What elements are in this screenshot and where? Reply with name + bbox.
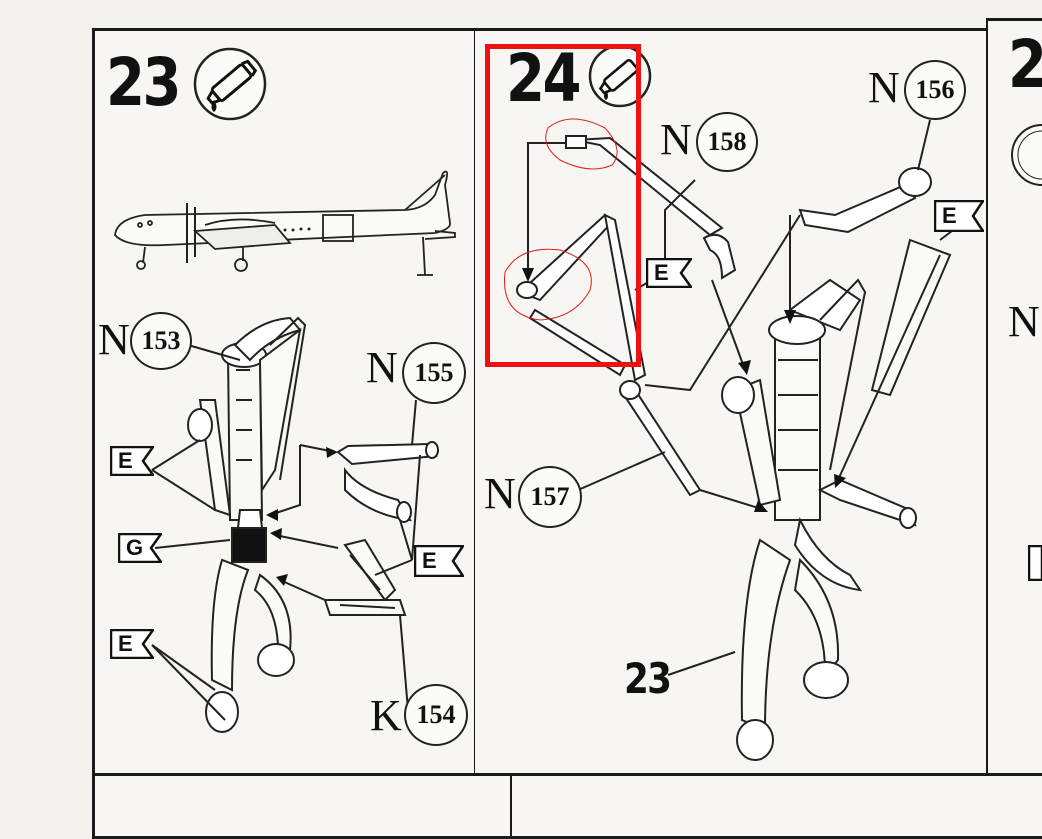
callout-letter-k154: K [370,691,402,740]
step-23-number: 23 [106,44,182,121]
sprue-flag-e-2: E [110,629,154,659]
aircraft-illustration [114,170,456,276]
sprue-flag-g: G [118,533,162,563]
clock-icon [1011,124,1042,186]
glue-tube-icon [193,47,267,121]
callout-letter-n156: N [868,63,900,112]
assembly-ref-23: 23 [624,654,672,703]
sprue-flag-e-4: E [646,258,692,288]
step-24-number: 24 [506,40,582,117]
callout-154: 154 [404,684,468,746]
callout-155: 155 [402,342,466,404]
callout-letter-n157: N [484,469,516,518]
sprue-flag-e-1: E [110,446,154,476]
sprue-flag-partial [1028,545,1042,581]
callout-letter-n158: N [660,115,692,164]
callout-letter-step25: N [1008,297,1040,346]
landing-gear-diagram-step-24 [503,118,961,761]
step-26-panel [92,773,516,839]
step-27-panel [510,773,1042,839]
sprue-flag-e-5: E [934,200,984,232]
highlight-box [485,44,641,367]
callout-156: 156 [904,60,966,120]
callout-158: 158 [696,112,758,172]
callout-157: 157 [518,466,582,528]
landing-gear-diagram-step-23 [151,316,439,733]
sprue-flag-e-3: E [414,545,464,577]
callout-letter-n155: N [366,343,398,392]
step-25-number: 2 [1008,26,1042,103]
callout-153: 153 [130,312,192,370]
callout-letter-n153: N [98,315,130,364]
